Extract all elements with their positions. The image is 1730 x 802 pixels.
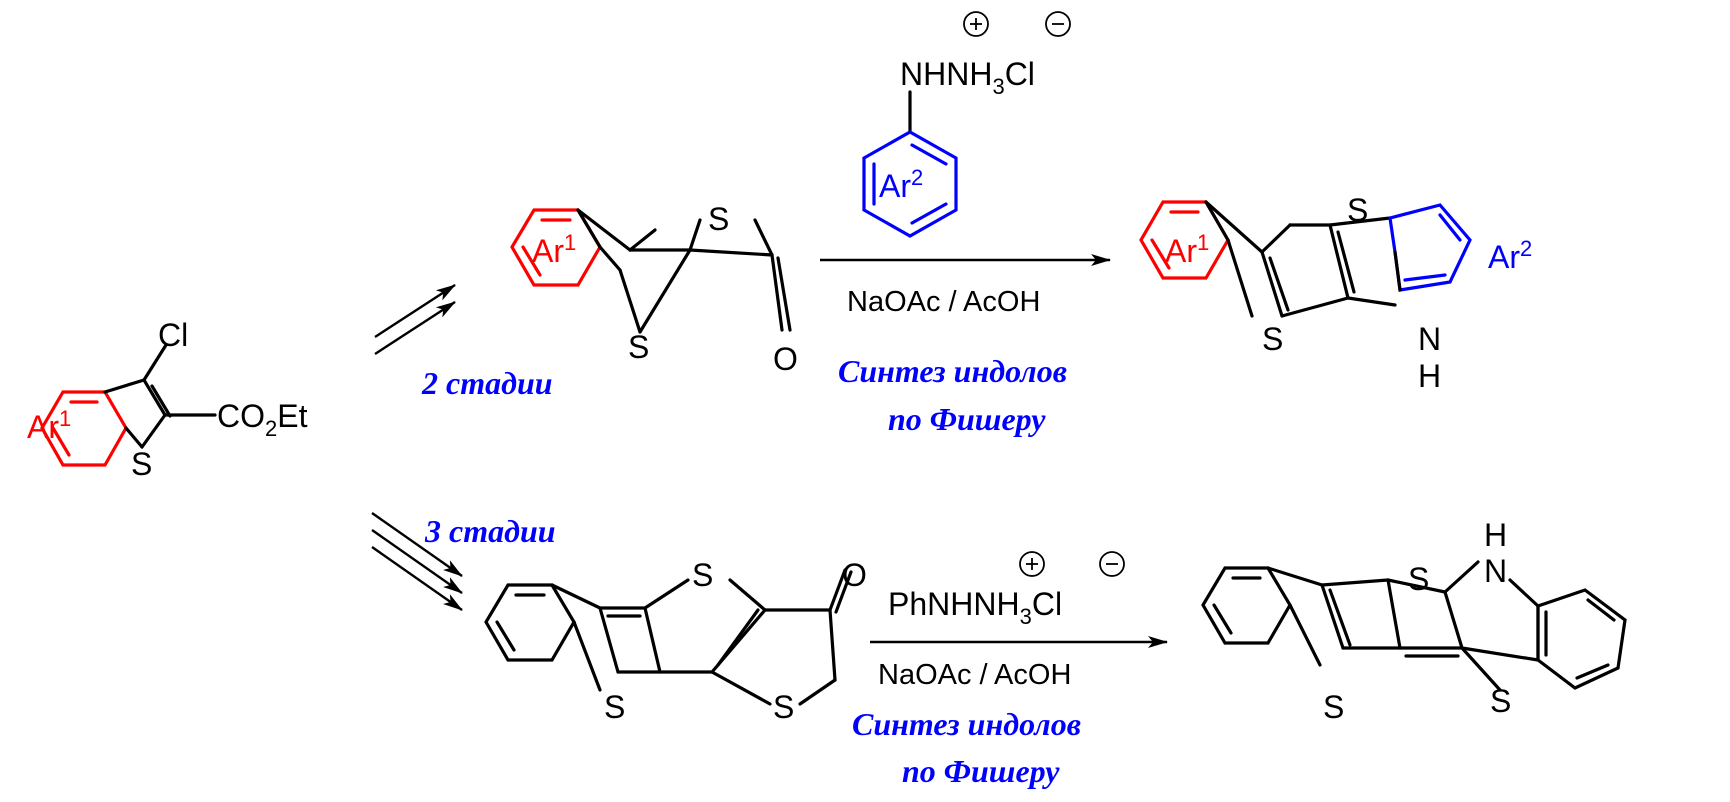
top-intermediate: Ar1 S S O [510,201,798,377]
top-product: Ar1 Ar2 S S N H [1139,192,1532,394]
bottom-fischer-label-line2: по Фишеру [902,753,1060,789]
bottom-prod-sulfur-right: S [1490,683,1511,719]
bottom-prod-sulfur-left: S [1323,689,1344,725]
start-ester: CO2Et [217,398,308,441]
route-arrows [371,283,463,611]
bottom-int-sulfur-right: S [773,689,794,725]
top-route-steps-label: 2 стадии [421,365,553,401]
bottom-int-oxygen: O [842,557,867,593]
top-reagent: NHNH3Cl Ar2 NaOAc / AcOH Синтез индолов … [820,11,1111,437]
plus-charge-icon [963,11,989,37]
bottom-int-sulfur-top: S [692,557,713,593]
start-material: Ar1 Cl S CO2Et [27,317,308,482]
bottom-prod-nitrogen: N [1484,553,1507,589]
top-prod-sulfur-bottom: S [1262,321,1283,357]
top-route-arrow-2 [374,300,456,356]
top-int-sulfur-ring: S [708,201,729,237]
top-int-sulfur-thiophene: S [628,329,649,365]
top-conditions: NaOAc / AcOH [847,286,1040,318]
bottom-route-arrow-2 [371,529,463,594]
top-prod-hydrogen: H [1418,358,1441,394]
top-int-ar1-label: Ar1 [532,230,576,269]
start-chlorine: Cl [158,317,188,353]
bottom-route-arrow-3 [371,546,463,611]
start-ar1-label: Ar1 [27,406,71,445]
top-prod-nitrogen: N [1418,321,1441,357]
top-fischer-label-line1: Синтез индолов [838,353,1067,389]
bottom-product: S S S N H [1201,517,1627,725]
bottom-prod-sulfur-top: S [1408,561,1429,597]
top-fischer-label-line2: по Фишеру [888,401,1046,437]
top-route-arrow-1 [374,283,456,339]
minus-charge-icon [1099,551,1125,577]
minus-charge-icon [1045,11,1071,37]
bottom-reagent-hydrazine: PhNHNH3Cl [888,586,1062,629]
start-sulfur: S [131,446,152,482]
bottom-prod-hydrogen: H [1484,517,1507,553]
bottom-fischer-label-line1: Синтез индолов [852,706,1081,742]
top-reagent-ar2-label: Ar2 [879,165,923,204]
plus-charge-icon [1019,551,1045,577]
bottom-reagent: PhNHNH3Cl NaOAc / AcOH Синтез индолов по… [852,551,1168,789]
bottom-route-steps-label: 3 стадии [424,513,556,549]
top-prod-ar2-label: Ar2 [1488,236,1532,275]
bottom-intermediate: S S S O [484,557,867,725]
bottom-conditions: NaOAc / AcOH [878,659,1071,691]
bottom-int-sulfur-left: S [604,689,625,725]
top-prod-sulfur-top: S [1347,192,1368,228]
top-reagent-hydrazine: NHNH3Cl [900,56,1035,99]
top-prod-ar1-label: Ar1 [1165,230,1209,269]
bottom-route-arrow-1 [371,512,463,577]
top-int-oxygen: O [773,341,798,377]
